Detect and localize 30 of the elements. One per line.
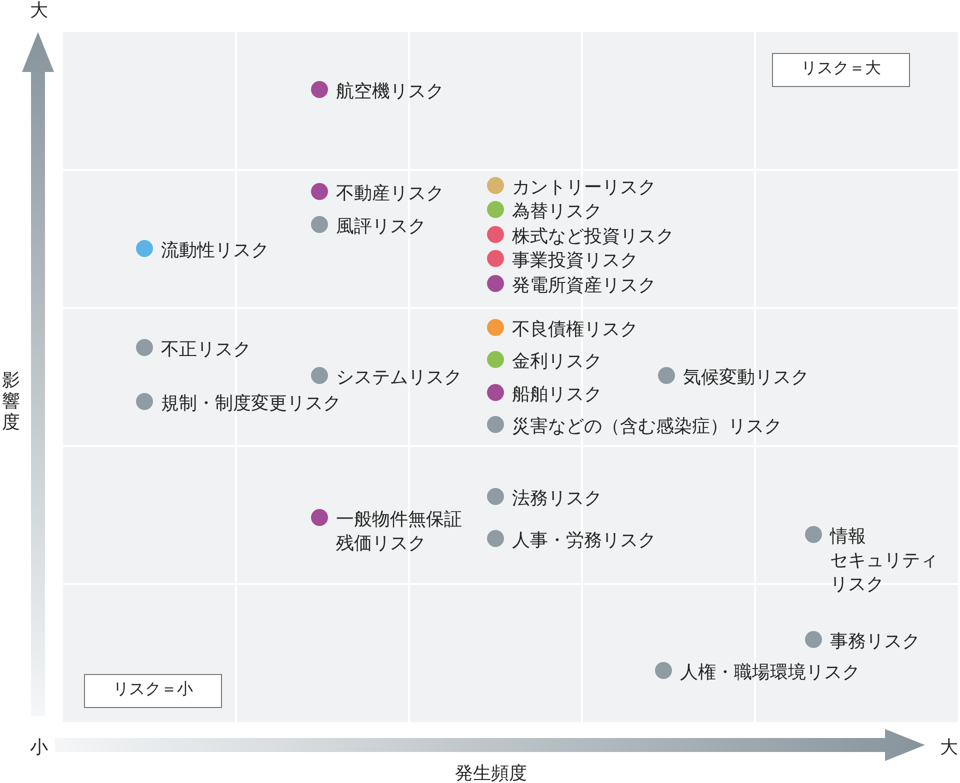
legend-box: リスク＝小 [84,674,222,708]
risk-label: 人権・職場環境リスク [680,661,860,684]
risk-label: 為替リスク [512,200,602,223]
risk-label: 事務リスク [830,630,920,653]
risk-label: 情報セキュリティリスク [830,525,938,596]
risk-label: 不正リスク [161,338,251,361]
risk-label: 船舶リスク [512,383,602,406]
risk-label: カントリーリスク [512,176,656,199]
risk-label: システムリスク [336,366,462,389]
axis-label: 発生頻度 [455,763,527,783]
risk-label: 不動産リスク [336,182,444,205]
risk-label: 不良債権リスク [512,318,638,341]
axis-label: 小 [30,737,48,757]
risk-label: 災害などの（含む感染症）リスク [512,415,782,438]
risk-label: 風評リスク [336,215,426,238]
risk-label: 発電所資産リスク [512,274,656,297]
risk-label: 規制・制度変更リスク [161,392,341,415]
risk-label: 事業投資リスク [512,249,638,272]
risk-label: 法務リスク [512,487,602,510]
risk-label: 金利リスク [512,350,602,373]
risk-label: 株式など投資リスク [512,225,674,248]
risk-label: 流動性リスク [161,239,269,262]
risk-label: 人事・労務リスク [512,529,656,552]
legend-box: リスク＝大 [772,53,910,87]
axis-label: 大 [940,737,958,757]
risk-label: 気候変動リスク [683,366,809,389]
risk-label: 一般物件無保証残価リスク [336,508,462,555]
risk-label: 航空機リスク [336,80,444,103]
axis-label: 大 [30,0,48,20]
axis-label: 影響度 [2,370,20,433]
